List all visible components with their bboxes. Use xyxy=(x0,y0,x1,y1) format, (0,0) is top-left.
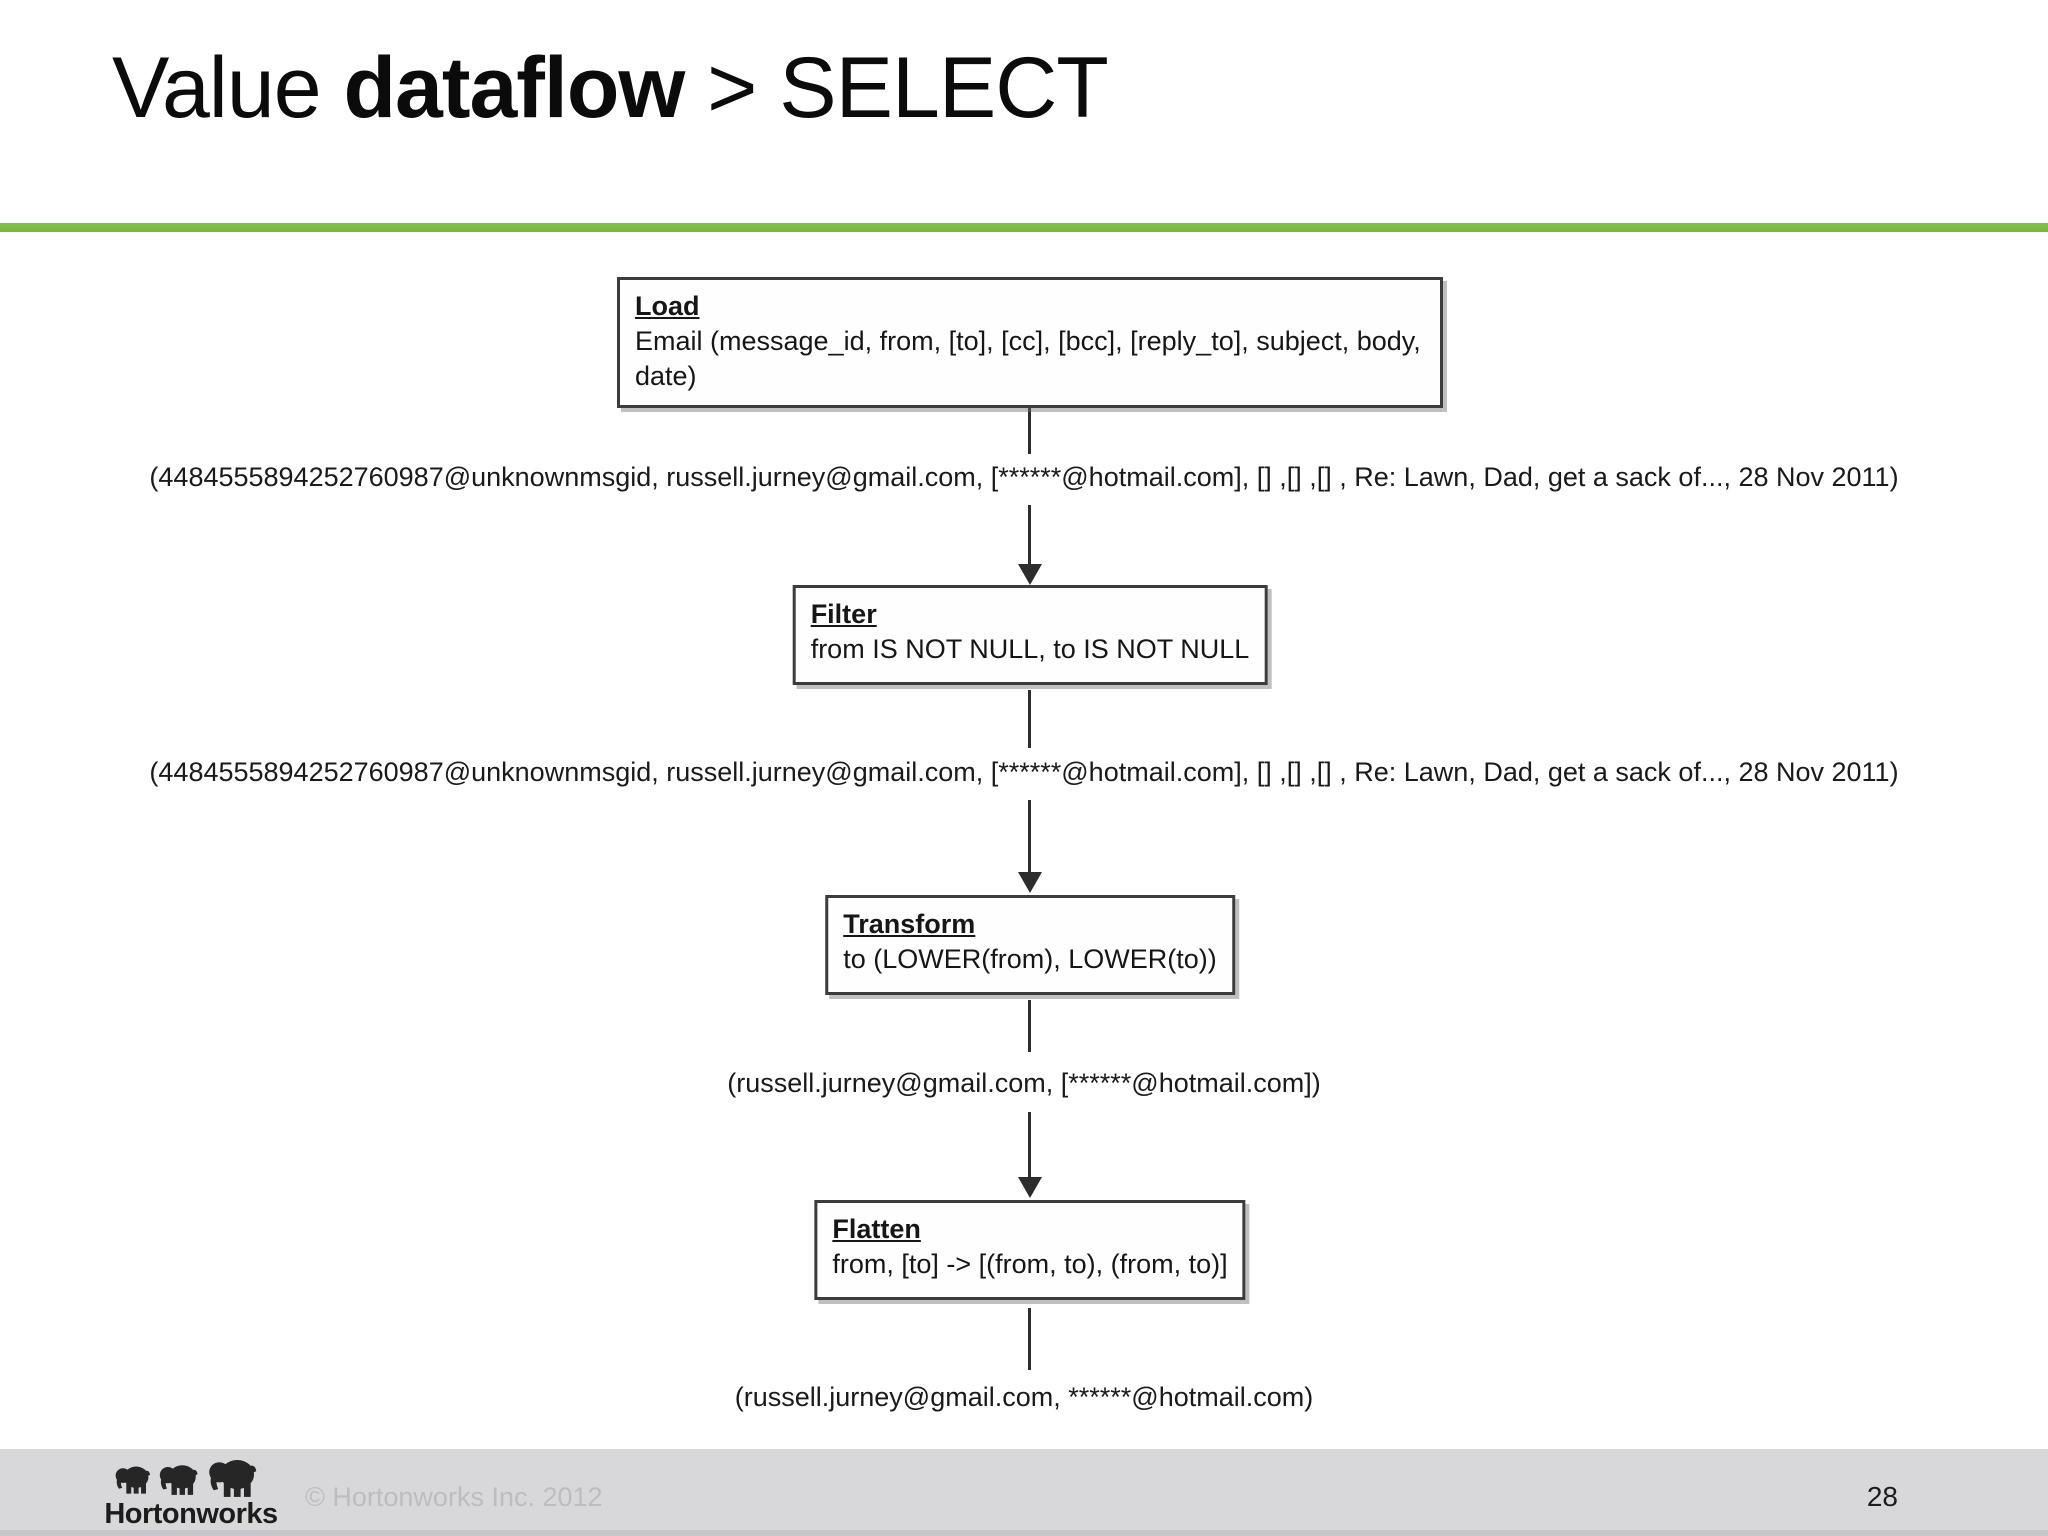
tuple-after-flatten: (russell.jurney@gmail.com, ******@hotmai… xyxy=(734,1382,1314,1412)
arrow-line-to-flatten xyxy=(1028,1112,1031,1178)
connector-line-flatten-to-tuple xyxy=(1028,1308,1031,1370)
tuple-after-load: (4484555894252760987@unknownmsgid, russe… xyxy=(149,462,1899,492)
node-title: Filter xyxy=(810,599,877,629)
arrowhead-down-icon xyxy=(1018,872,1042,893)
node-detail: to (LOWER(from), LOWER(to)) xyxy=(843,944,1217,974)
arrow-line-to-filter xyxy=(1028,505,1031,567)
tuple-after-transform: (russell.jurney@gmail.com, [******@hotma… xyxy=(727,1068,1321,1098)
node-detail: Email (message_id, from, [to], [cc], [bc… xyxy=(635,326,1421,391)
title-divider-rule xyxy=(0,223,2048,232)
node-title: Flatten xyxy=(832,1214,921,1244)
copyright-text: © Hortonworks Inc. 2012 xyxy=(305,1482,603,1512)
node-detail: from, [to] -> [(from, to), (from, to)] xyxy=(832,1249,1228,1279)
arrowhead-down-icon xyxy=(1018,564,1042,585)
elephants-icon xyxy=(115,1459,257,1497)
node-detail: from IS NOT NULL, to IS NOT NULL xyxy=(810,634,1250,664)
title-prefix: Value xyxy=(112,40,344,136)
logo-wordmark: Hortonworks xyxy=(104,1498,278,1530)
title-emphasis: dataflow xyxy=(343,40,685,136)
title-suffix: > SELECT xyxy=(684,40,1109,136)
arrowhead-down-icon xyxy=(1018,1177,1042,1198)
connector-line-load-to-tuple xyxy=(1028,400,1031,454)
arrow-line-to-transform xyxy=(1028,800,1031,873)
page-title: Value dataflow > SELECT xyxy=(112,40,1109,136)
page-number: 28 xyxy=(1866,1481,1898,1512)
connector-line-filter-to-tuple xyxy=(1028,690,1031,748)
node-title: Load xyxy=(635,291,700,321)
tuple-after-filter: (4484555894252760987@unknownmsgid, russe… xyxy=(149,757,1899,787)
footer-bar: Hortonworks © Hortonworks Inc. 2012 28 xyxy=(0,1449,2048,1536)
connector-line-transform-to-tuple xyxy=(1028,1000,1031,1052)
node-title: Transform xyxy=(843,909,976,939)
diagram-node-filter: Filter from IS NOT NULL, to IS NOT NULL xyxy=(792,585,1268,685)
diagram-node-load: Load Email (message_id, from, [to], [cc]… xyxy=(617,277,1443,408)
diagram-node-flatten: Flatten from, [to] -> [(from, to), (from… xyxy=(814,1200,1246,1300)
diagram-node-transform: Transform to (LOWER(from), LOWER(to)) xyxy=(825,895,1235,995)
hortonworks-logo: Hortonworks xyxy=(98,1451,284,1529)
